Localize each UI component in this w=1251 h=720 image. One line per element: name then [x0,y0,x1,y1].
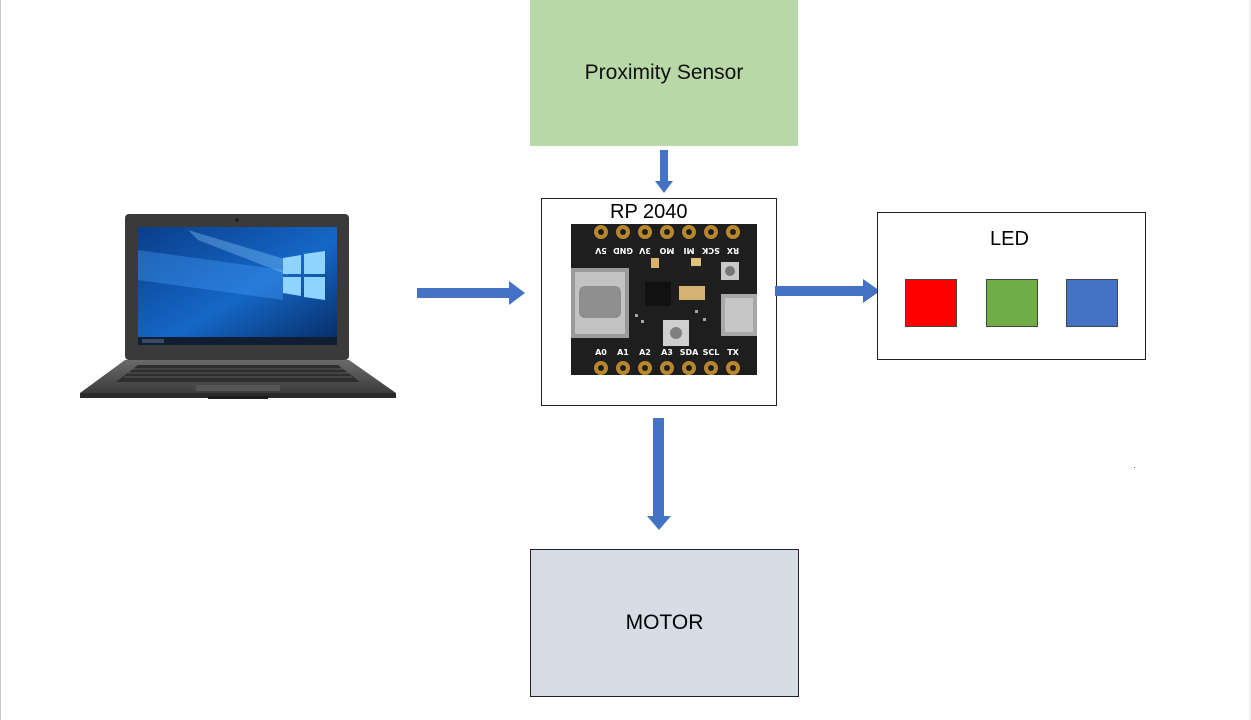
led-label: LED [990,228,1029,250]
pin-label: A0 [595,348,607,357]
pin-label: A3 [661,348,673,357]
pin-label: RX [726,246,739,255]
rp2040-label: RP 2040 [610,201,688,223]
motor-label: MOTOR [625,611,704,634]
stray-dot [1134,467,1135,468]
rp2040-board-image: 5V GND 3V MO MI SCK RX A0 A1 A2 A3 SDA S… [571,224,757,375]
controller-to-led-arrow [775,279,880,303]
right-edge-shadow [1248,0,1251,720]
laptop-icon [80,214,396,399]
pin-label: 3V [638,246,651,255]
proximity-sensor-label: Proximity Sensor [584,61,744,84]
motor-block: MOTOR [530,549,799,697]
bottom-pads [594,361,740,375]
controller-to-motor-arrow [647,418,671,530]
pin-label: A1 [617,348,629,357]
pin-label: A2 [639,348,651,357]
pin-label: SCL [703,348,720,357]
led-blue [1066,279,1118,327]
pin-label: SCK [701,246,720,255]
led-red [905,279,957,327]
sensor-to-controller-arrow [655,150,673,193]
left-edge-line [0,0,1,720]
laptop-to-controller-arrow [417,281,525,305]
pin-label: MO [659,246,674,255]
pin-label: MI [684,246,695,255]
proximity-sensor-block: Proximity Sensor [530,0,798,146]
pin-label: SDA [680,348,699,357]
pin-label: 5V [594,246,607,255]
pin-label: TX [727,348,739,357]
pin-label: GND [613,246,633,255]
led-green [986,279,1038,327]
